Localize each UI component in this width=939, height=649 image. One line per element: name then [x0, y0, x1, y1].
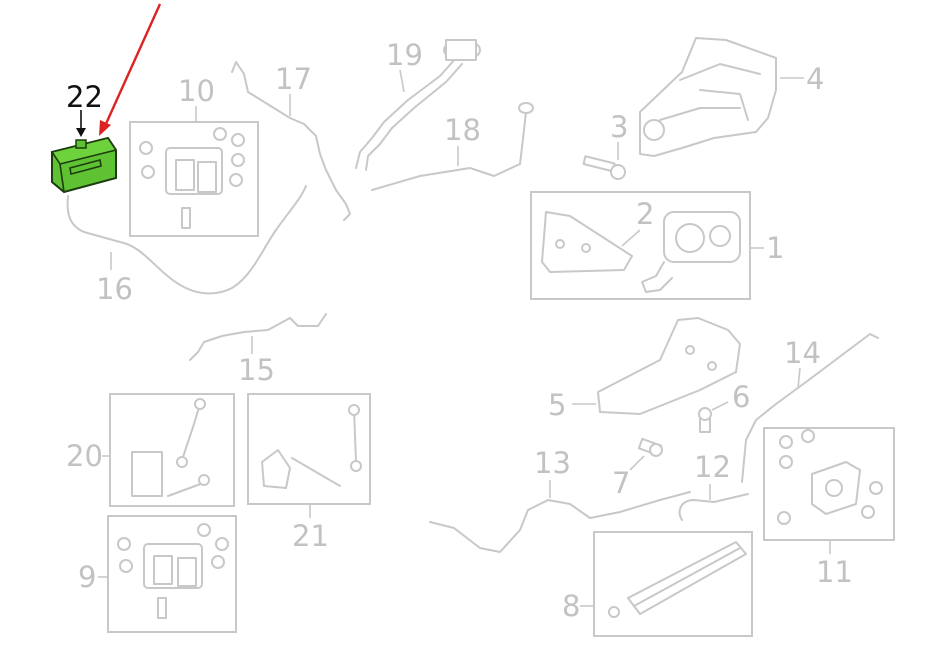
part-10-mount — [139, 127, 245, 229]
part-8-panel — [608, 541, 747, 618]
part-9-box[interactable] — [107, 515, 237, 633]
callout-15: 15 — [238, 353, 275, 387]
callout-2: 2 — [636, 197, 654, 231]
part-1-box[interactable] — [530, 191, 751, 300]
callout-16: 16 — [96, 272, 133, 306]
part-22-highlighted[interactable] — [50, 136, 118, 194]
part-11-valve-block — [777, 429, 883, 525]
callout-1: 1 — [766, 231, 784, 265]
part-4[interactable] — [639, 37, 777, 157]
callout-22-label: 22 — [66, 80, 103, 114]
callout-21: 21 — [292, 519, 329, 553]
part-2-bracket[interactable] — [541, 211, 633, 273]
callout-9: 9 — [78, 560, 96, 594]
callout-18: 18 — [444, 113, 481, 147]
red-pointer-arrow — [99, 3, 162, 136]
callout-20: 20 — [66, 439, 103, 473]
part-16-line[interactable] — [66, 185, 307, 295]
part-3-bolt[interactable] — [582, 155, 626, 180]
part-17-line[interactable] — [231, 61, 351, 221]
callout-13: 13 — [534, 446, 571, 480]
part-5-bracket[interactable] — [597, 317, 741, 415]
callout-4: 4 — [806, 62, 824, 96]
callout-19-leader — [399, 69, 405, 93]
part-13-line[interactable] — [429, 491, 691, 553]
part-21-box[interactable] — [247, 393, 371, 505]
callout-2-leader — [621, 229, 641, 247]
part-12-line[interactable] — [678, 493, 749, 521]
callout-6: 6 — [732, 380, 750, 414]
part-11-box[interactable] — [763, 427, 895, 541]
callout-14-leader — [797, 367, 801, 389]
part-9-mount — [117, 523, 229, 619]
callout-8: 8 — [562, 589, 580, 623]
callout-14: 14 — [784, 336, 821, 370]
callout-7-leader — [629, 455, 645, 471]
callout-6-leader — [711, 401, 729, 411]
part-1-compressor — [641, 211, 741, 293]
part-10-box[interactable] — [129, 121, 259, 237]
callout-10: 10 — [178, 74, 215, 108]
callout-3: 3 — [610, 110, 628, 144]
part-20-box[interactable] — [109, 393, 235, 507]
callout-17: 17 — [275, 62, 312, 96]
callout-5: 5 — [548, 388, 566, 422]
callout-22-arrowhead — [76, 128, 86, 137]
part-15-line[interactable] — [189, 313, 327, 361]
part-14-line[interactable] — [741, 333, 879, 483]
callout-19: 19 — [386, 38, 423, 72]
part-21-sensor — [261, 404, 362, 489]
part-19[interactable] — [355, 39, 481, 171]
callout-7: 7 — [612, 466, 630, 500]
part-8-box[interactable] — [593, 531, 753, 637]
callout-11: 11 — [816, 555, 853, 589]
part-18-line[interactable] — [371, 102, 534, 191]
part-6-bolt[interactable] — [698, 407, 712, 433]
part-7-bolt[interactable] — [637, 437, 663, 457]
callout-12: 12 — [694, 450, 731, 484]
part-20-sensor — [131, 398, 210, 497]
